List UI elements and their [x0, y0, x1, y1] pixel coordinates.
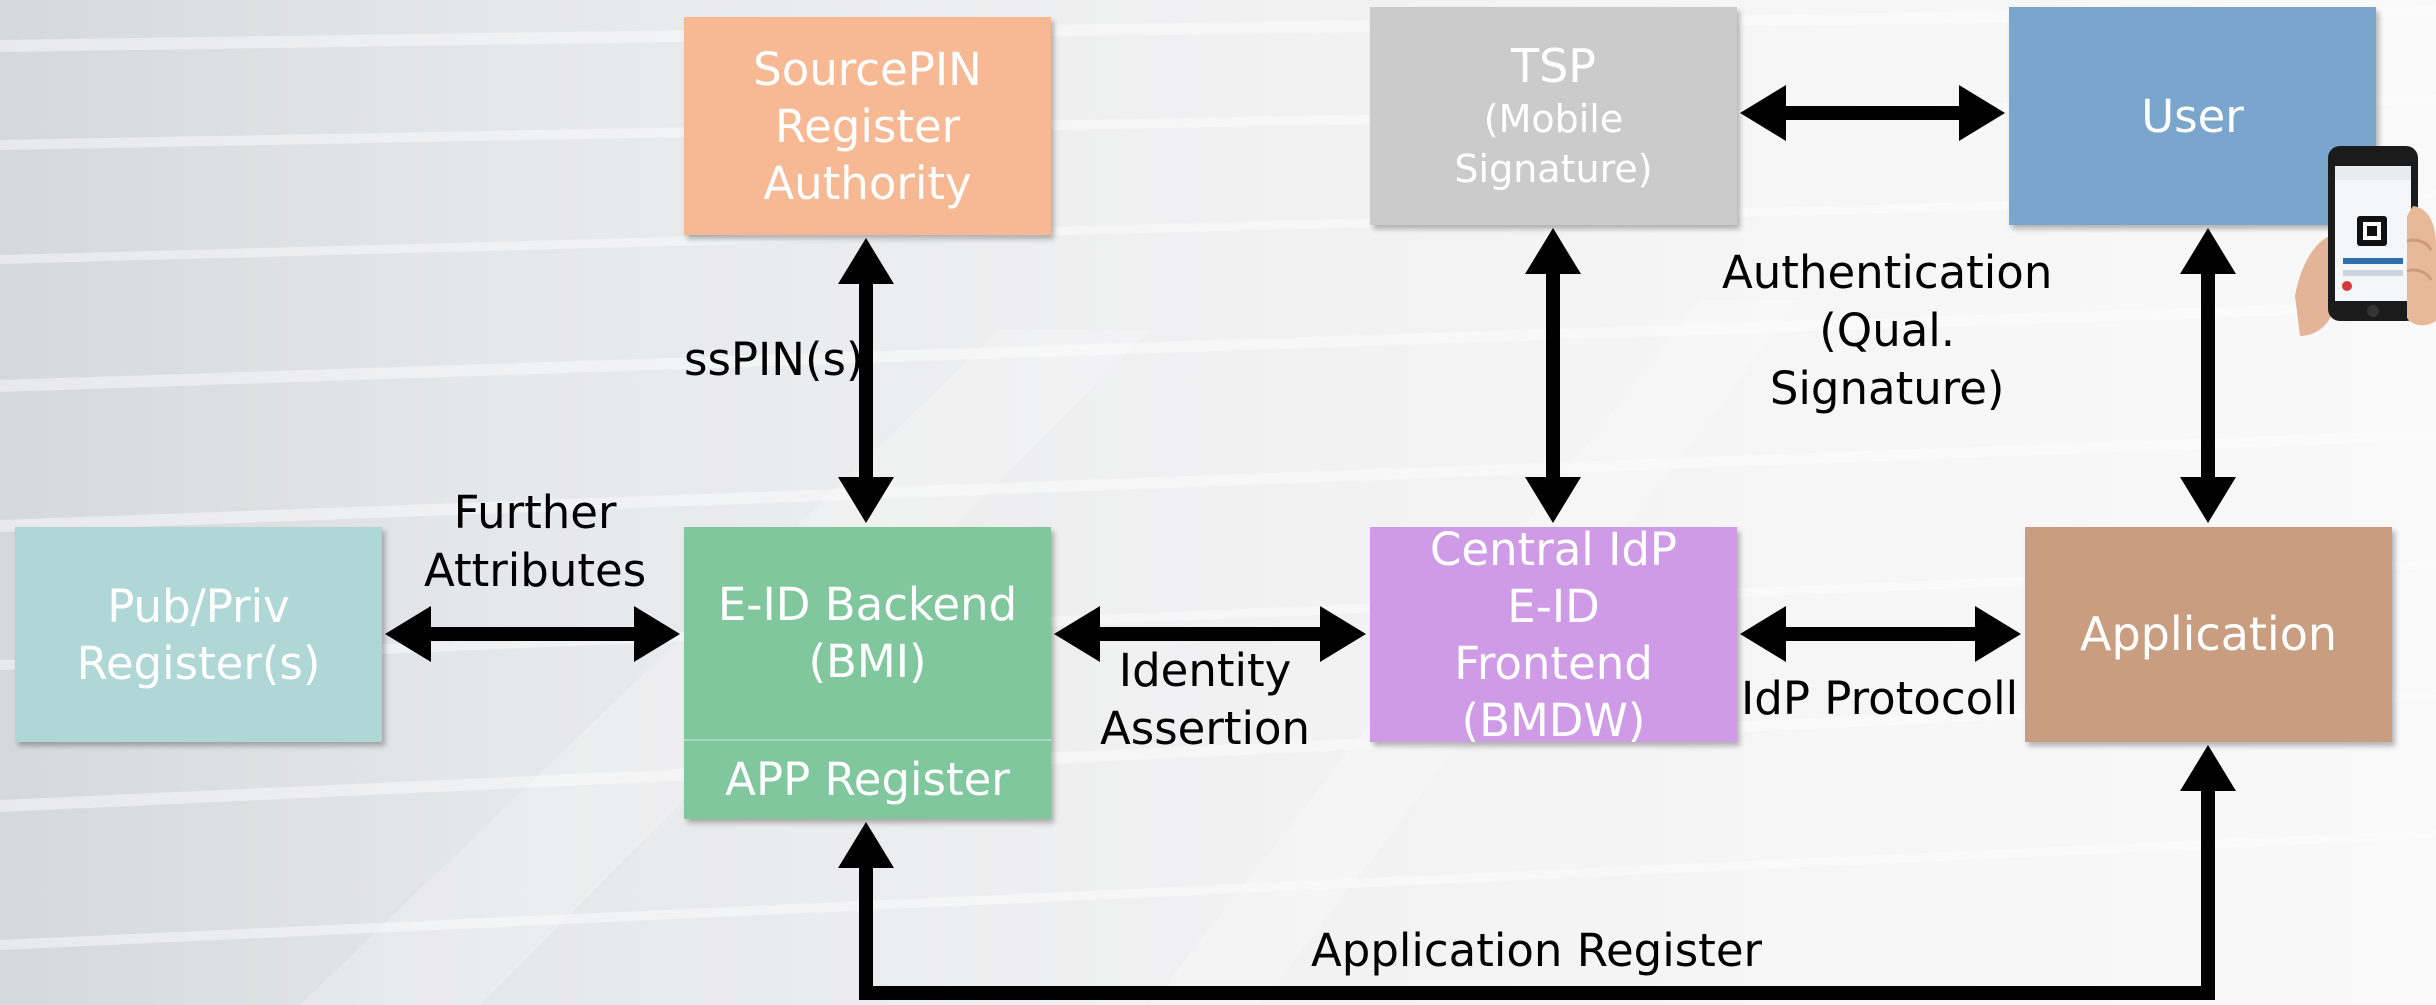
user-application-arrow-head-top: [2180, 228, 2236, 274]
central-idp-frontend-box: Central IdP E-ID Frontend (BMDW): [1370, 523, 1737, 747]
label-line: Authentication: [1722, 246, 2053, 299]
box-line: Authority: [763, 156, 972, 210]
tsp-mobile-signature-box: TSP (Mobile Signature): [1370, 7, 1737, 225]
sspin-arrow-head-top: [838, 238, 894, 284]
pub-priv-registers-box: Pub/Priv Register(s): [15, 527, 382, 742]
sspin-label: ssPIN(s): [684, 331, 864, 389]
application-register-arrow-shaft: [859, 785, 2215, 1000]
box-line: E-ID: [1507, 579, 1600, 633]
box-line: User: [2141, 89, 2244, 143]
application-register-label: Application Register: [1311, 922, 1762, 980]
box-line: Signature): [1454, 147, 1653, 191]
further-attributes-arrow-head-right: [634, 606, 680, 662]
label-line: ssPIN(s): [684, 333, 864, 386]
app-register-label: APP Register: [725, 753, 1010, 807]
box-line: E-ID Backend: [717, 577, 1018, 631]
label-line: Identity: [1118, 644, 1292, 697]
user-application-arrow-head-bottom: [2180, 477, 2236, 523]
smartphone-in-hand-icon: [2295, 146, 2436, 336]
label-line: Attributes: [424, 544, 647, 597]
sspin-arrow-head-bottom: [838, 477, 894, 523]
tsp-frontend-arrow-head-top: [1525, 228, 1581, 274]
box-line: Pub/Priv: [107, 579, 290, 633]
further-attributes-label: Further Attributes: [424, 484, 646, 600]
application-register-arrow-head-right: [2180, 745, 2236, 791]
label-line: Further: [453, 486, 617, 539]
box-line: TSP: [1510, 39, 1597, 93]
tsp-user-arrow-head-right: [1959, 85, 2005, 141]
box-line: (Mobile: [1483, 97, 1624, 141]
box-line: (BMI): [808, 634, 927, 688]
user-box: User: [2009, 7, 2376, 225]
box-line: Register(s): [76, 636, 321, 690]
app-register-section: APP Register: [684, 738, 1051, 819]
box-line: Central IdP: [1429, 522, 1678, 576]
identity-assertion-arrow-head-left: [1054, 606, 1100, 662]
application-box: Application: [2025, 527, 2392, 742]
box-line: Register: [774, 99, 961, 153]
authentication-label: Authentication (Qual. Signature): [1722, 244, 2052, 418]
identity-assertion-arrow-head-right: [1320, 606, 1366, 662]
box-line: Frontend: [1454, 636, 1653, 690]
box-line: Application: [2079, 607, 2338, 661]
label-line: Application Register: [1311, 924, 1763, 977]
tsp-frontend-arrow-head-bottom: [1525, 477, 1581, 523]
idp-protocol-arrow-head-left: [1740, 606, 1786, 662]
label-line: Assertion: [1100, 702, 1311, 755]
eid-backend-box: E-ID Backend (BMI) APP Register: [684, 527, 1051, 819]
tsp-user-arrow-head-left: [1740, 85, 1786, 141]
application-register-arrow-head-left: [838, 822, 894, 868]
label-line: (Qual.: [1819, 304, 1956, 357]
identity-assertion-label: Identity Assertion: [1100, 642, 1310, 758]
idp-protocol-label: IdP Protocoll: [1741, 670, 2018, 728]
box-line: (BMDW): [1461, 693, 1646, 747]
label-line: Signature): [1769, 362, 2005, 415]
further-attributes-arrow-head-left: [385, 606, 431, 662]
eid-backend-main: E-ID Backend (BMI): [718, 527, 1017, 739]
sourcepin-register-authority-box: SourcePIN Register Authority: [684, 17, 1051, 235]
idp-protocol-arrow-head-right: [1975, 606, 2021, 662]
label-line: IdP Protocoll: [1741, 672, 2019, 725]
box-line: SourcePIN: [753, 42, 982, 96]
